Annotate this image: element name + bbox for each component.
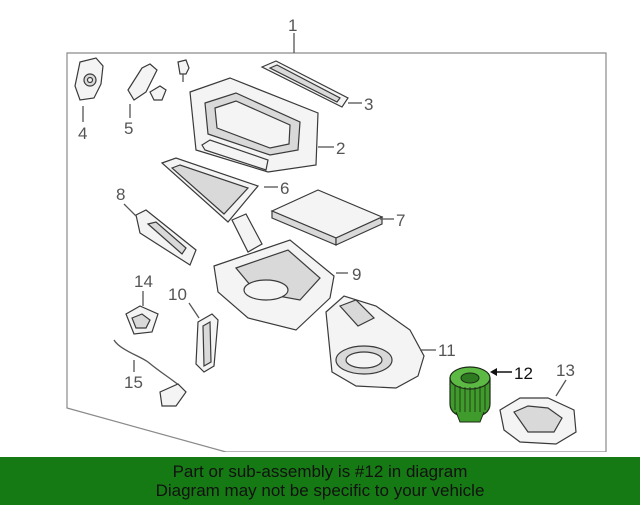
callout-1: 1 — [288, 16, 297, 35]
part-12-blower-motor — [449, 366, 491, 423]
callout-8: 8 — [116, 185, 125, 204]
callout-10: 10 — [168, 285, 187, 304]
callout-2: 2 — [336, 139, 345, 158]
part-10-gasket — [195, 313, 219, 373]
part-13-cover — [499, 397, 577, 445]
part-2-housing — [189, 77, 319, 173]
banner-line-1: Part or sub-assembly is #12 in diagram — [172, 462, 468, 481]
part-6-filter-door — [160, 157, 260, 223]
banner-line-2: Diagram may not be specific to your vehi… — [155, 481, 485, 500]
callout-13: 13 — [556, 361, 575, 380]
callout-11: 11 — [438, 341, 456, 360]
callout-7: 7 — [396, 211, 405, 230]
callout-3: 3 — [364, 95, 373, 114]
part-8-bracket — [135, 209, 197, 266]
parts-diagram: 1 4 5 3 2 6 7 — [66, 16, 607, 452]
part-3-seal — [260, 60, 349, 108]
callout-12: 12 — [514, 364, 533, 383]
callout-5: 5 — [124, 119, 133, 138]
part-9-lower-case — [213, 213, 335, 331]
callout-14: 14 — [134, 272, 153, 291]
callout-15: 15 — [124, 373, 143, 392]
part-5-linkage — [127, 59, 190, 101]
callout-9: 9 — [352, 265, 361, 284]
callout-6: 6 — [280, 179, 289, 198]
assembly-frame — [66, 52, 607, 452]
part-11-blower-case — [325, 295, 425, 389]
callout-4: 4 — [78, 124, 87, 143]
part-15-harness — [113, 339, 187, 407]
part-7-cabin-filter — [270, 189, 384, 246]
part-4-actuator — [74, 57, 104, 101]
part-14-resistor — [125, 305, 159, 335]
info-banner: Part or sub-assembly is #12 in diagram D… — [0, 457, 640, 505]
